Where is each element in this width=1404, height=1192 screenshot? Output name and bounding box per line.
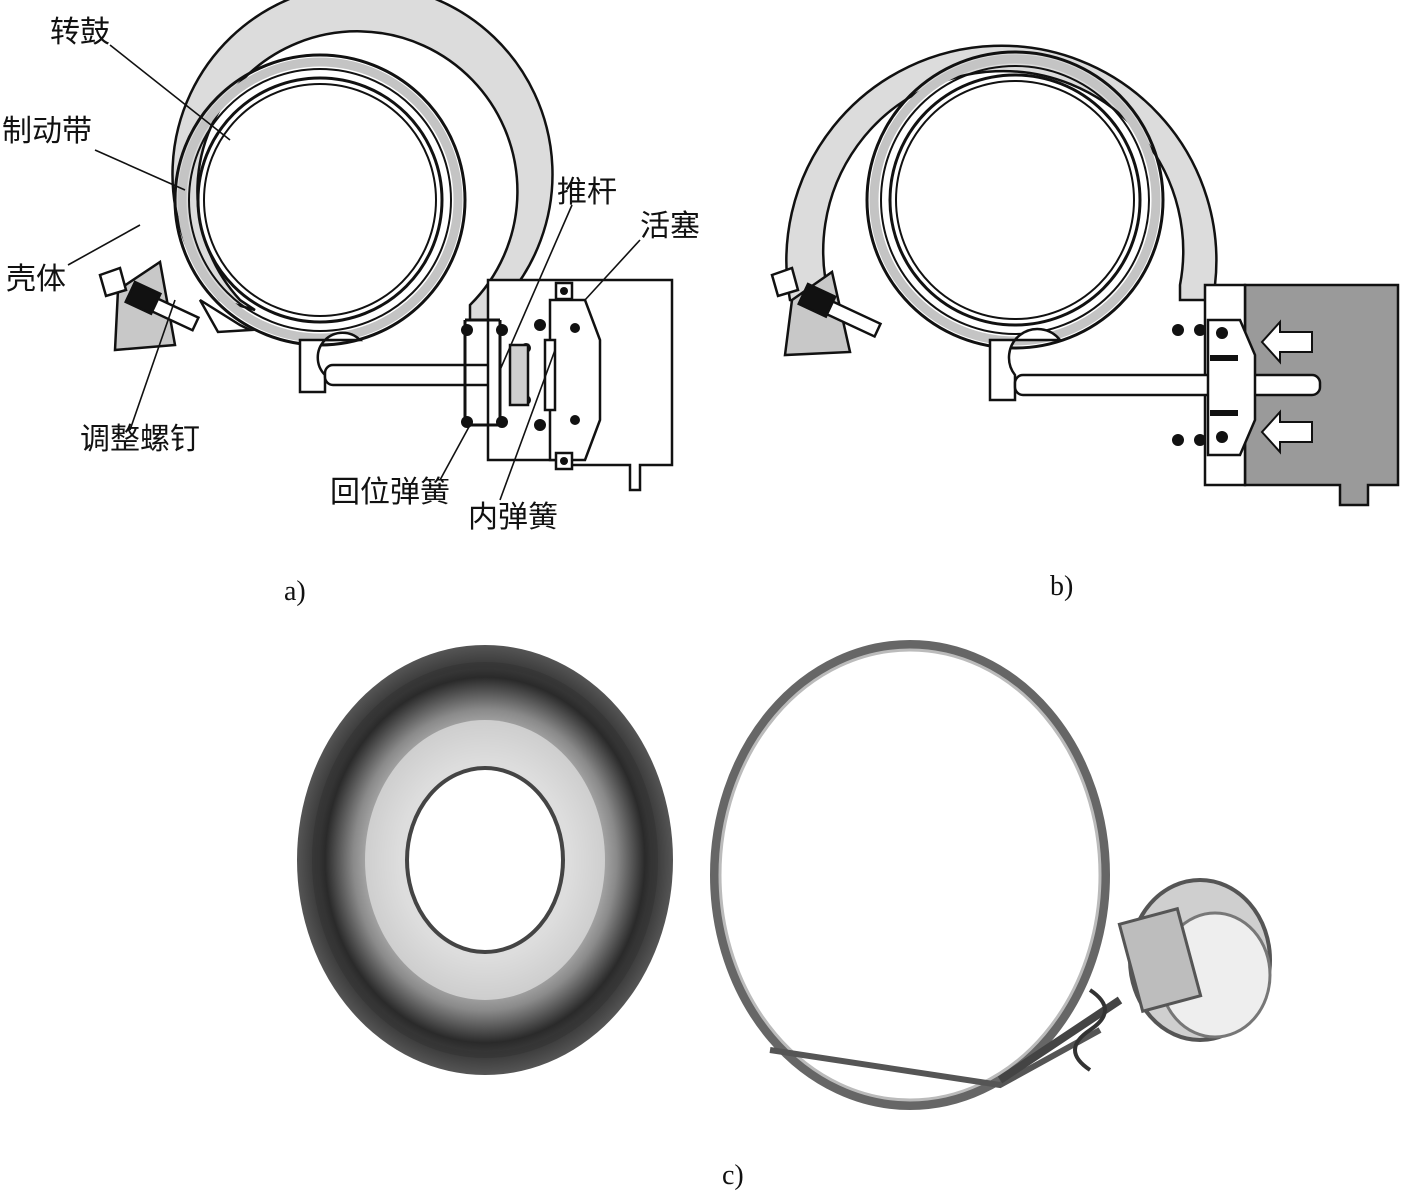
label-housing: 壳体 bbox=[6, 262, 66, 297]
label-return-spring: 回位弹簧 bbox=[330, 475, 450, 510]
label-inner-spring: 内弹簧 bbox=[468, 500, 558, 535]
caption-b: b) bbox=[1050, 571, 1074, 602]
label-brake-band: 制动带 bbox=[2, 114, 92, 149]
label-piston: 活塞 bbox=[640, 209, 700, 244]
inner-plunger bbox=[508, 343, 530, 407]
label-push-rod: 推杆 bbox=[557, 175, 617, 210]
housing-shell-b bbox=[785, 44, 1218, 312]
leader-lines-a bbox=[67, 44, 641, 501]
push-rod-b bbox=[1013, 373, 1322, 397]
panel-c-photo bbox=[297, 640, 1272, 1110]
label-adjust-screw: 调整螺钉 bbox=[80, 422, 200, 457]
panel-a-diagram bbox=[67, 0, 674, 501]
drum-ring bbox=[196, 76, 444, 324]
caption-a: a) bbox=[284, 576, 306, 607]
panel-b-diagram bbox=[770, 44, 1400, 507]
pressure-arrows bbox=[1260, 319, 1313, 455]
band-photo bbox=[710, 640, 1110, 1110]
piston-b bbox=[1206, 318, 1257, 457]
servo-piston-photo bbox=[997, 878, 1272, 1084]
label-drum: 转鼓 bbox=[50, 15, 110, 50]
caption-c: c) bbox=[722, 1160, 744, 1191]
